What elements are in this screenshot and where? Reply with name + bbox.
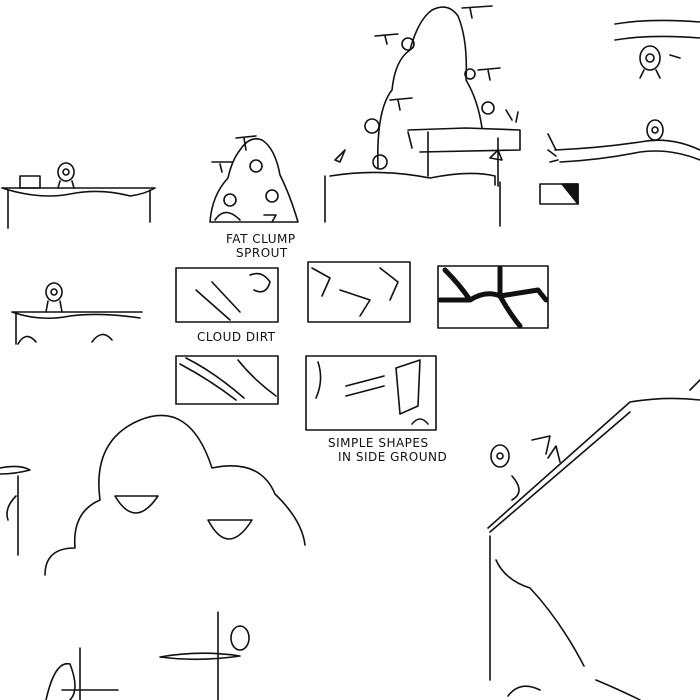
label-fat-clump-line-2: SPROUT <box>236 246 288 260</box>
platform-left-sketch <box>1 162 156 229</box>
tile-dirt-3 <box>307 261 411 323</box>
bottom-left-sketch <box>45 611 250 700</box>
label-simple-shapes-line-2: IN SIDE GROUND <box>338 450 448 464</box>
label-simple-shapes: SIMPLE SHAPES IN SIDE GROUND <box>328 436 447 464</box>
big-cloud-bush-sketch <box>0 414 306 576</box>
big-clump-structure-sketch <box>324 5 521 227</box>
platform-mid-left-sketch <box>11 282 143 345</box>
label-fat-clump-sprout: FAT CLUMP SPROUT <box>226 232 296 260</box>
label-fat-clump-line-1: FAT CLUMP <box>226 232 296 246</box>
label-simple-shapes-line-1: SIMPLE SHAPES <box>328 436 429 450</box>
top-right-sketch <box>539 19 700 205</box>
tile-cloud-dirt-2 <box>175 355 279 405</box>
tile-cracked-stone <box>437 265 549 329</box>
label-cloud-dirt: CLOUD DIRT <box>197 330 276 344</box>
tile-simple-shapes <box>305 355 437 431</box>
ramp-right-sketch <box>487 379 700 700</box>
fat-clump-sprout-sketch <box>209 135 299 223</box>
tile-cloud-dirt-1 <box>175 267 279 323</box>
